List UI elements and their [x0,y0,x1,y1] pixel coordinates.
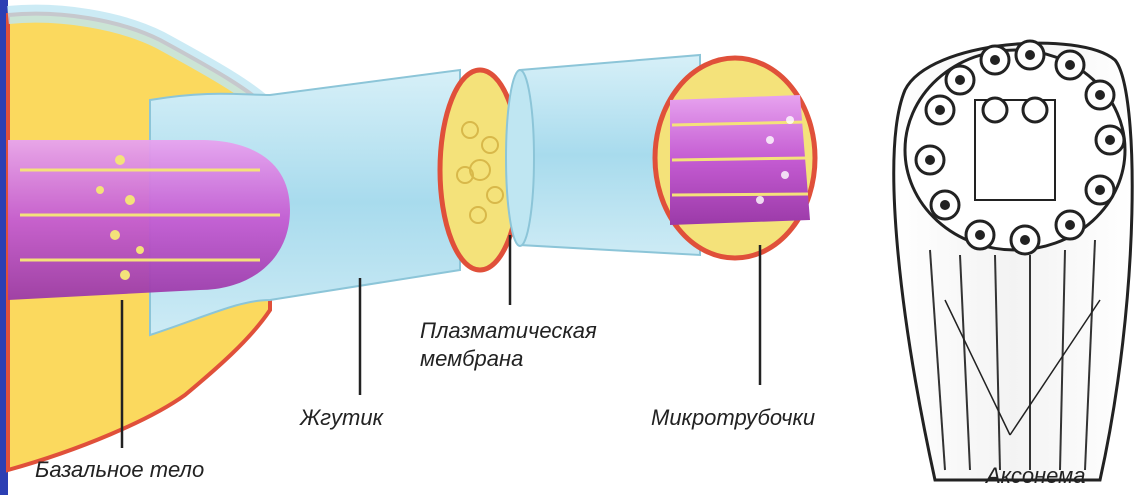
label-basal-body: Базальное тело [35,457,204,483]
distal-microtubules [655,58,815,258]
label-microtubules: Микротрубочки [651,405,815,431]
axoneme-illustration [894,41,1132,480]
label-plasma-membrane-line1: Плазматическая [420,318,597,344]
label-axoneme: Аксонема [986,463,1085,489]
basal-microtubules [8,140,290,300]
label-flagellum: Жгутик [300,405,383,431]
label-plasma-membrane-line2: мембрана [420,346,523,372]
